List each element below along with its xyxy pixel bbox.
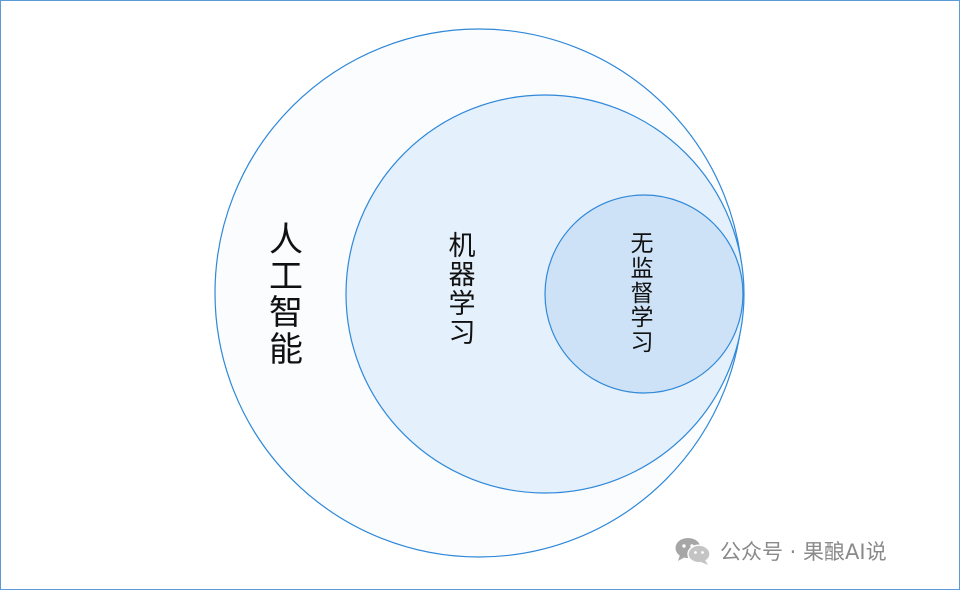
label-char: 监 <box>630 255 654 282</box>
label-char: 器 <box>448 260 476 292</box>
label-char: 工 <box>269 256 303 297</box>
label-char: 学 <box>630 305 654 332</box>
label-char: 习 <box>448 318 476 350</box>
label-char: 能 <box>269 330 303 371</box>
watermark-text: 公众号 · 果酿AI说 <box>720 540 887 564</box>
label-char: 无 <box>630 231 654 257</box>
label-machine-learning: 机器学习 <box>442 232 482 349</box>
label-unsupervised-learning: 无监督学习 <box>626 232 658 356</box>
label-char: 督 <box>630 280 654 307</box>
label-artificial-intelligence: 人工智能 <box>262 222 310 369</box>
wechat-icon <box>675 538 711 565</box>
watermark: 公众号 · 果酿AI说 <box>674 534 887 568</box>
label-char: 机 <box>448 231 476 262</box>
circle-unsupervised-learning <box>544 194 744 394</box>
label-char: 智 <box>269 293 303 334</box>
label-char: 学 <box>448 289 476 321</box>
label-char: 习 <box>630 330 654 357</box>
label-char: 人 <box>269 220 303 260</box>
